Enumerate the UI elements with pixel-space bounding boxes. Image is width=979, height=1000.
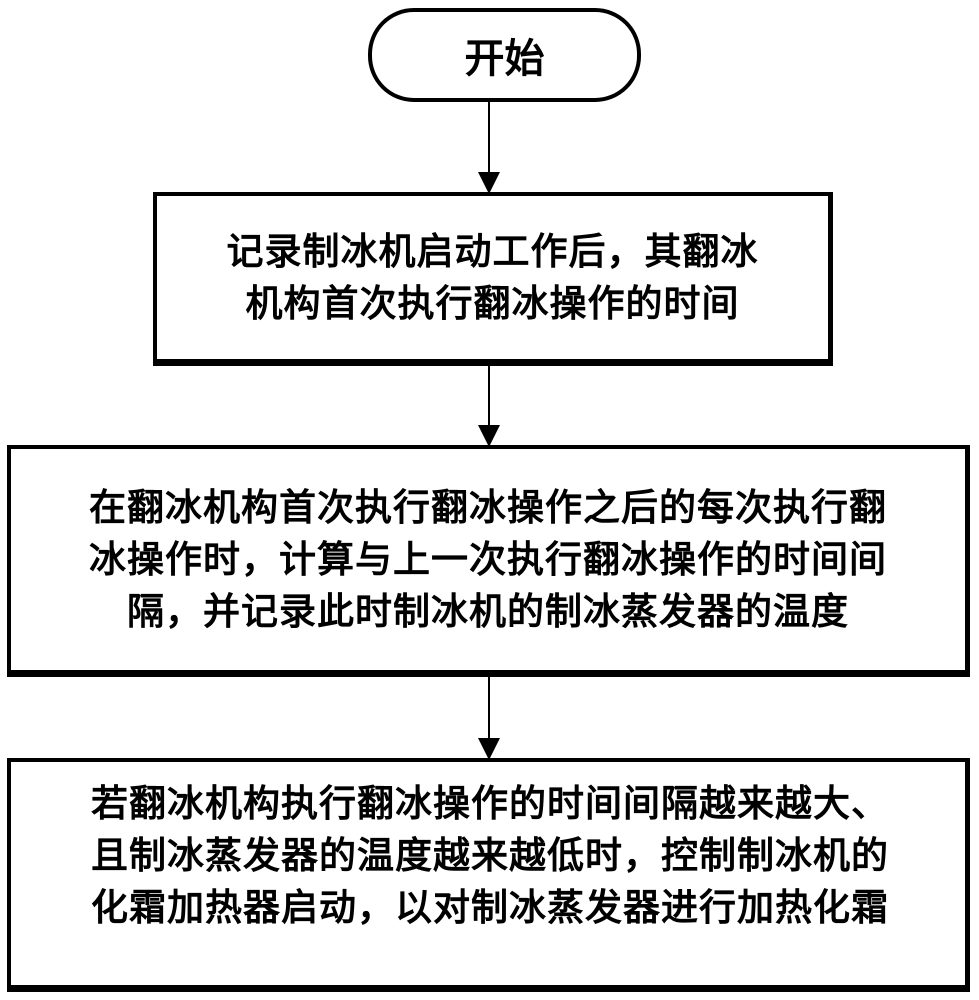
step-2-line-3: 隔，并记录此时制冰机的制冰蒸发器的温度 [127,589,849,633]
arrow-down-icon [478,98,500,194]
step-2-line-2: 冰操作时，计算与上一次执行翻冰操作的时间间 [89,537,887,581]
start-label: 开始 [464,36,545,82]
process-step-3: 若翻冰机构执行翻冰操作的时间间隔越来越大、 且制冰蒸发器的温度越来越低时，控制制… [7,758,970,992]
arrow-down-icon [478,366,500,447]
start-terminal: 开始 [368,8,641,102]
step-3-line-2: 且制冰蒸发器的温度越来越低时，控制制冰机的 [91,833,889,877]
step-1-line-2: 机构首次执行翻冰操作的时间 [245,281,740,325]
step-3-line-1: 若翻冰机构执行翻冰操作的时间间隔越来越大、 [91,781,889,825]
step-1-line-1: 记录制冰机启动工作后，其翻冰 [226,229,759,273]
process-step-2: 在翻冰机构首次执行翻冰操作之后的每次执行翻 冰操作时，计算与上一次执行翻冰操作的… [7,445,970,677]
step-3-line-3: 化霜加热器启动，以对制冰蒸发器进行加热化霜 [91,885,889,929]
process-step-1: 记录制冰机启动工作后，其翻冰 机构首次执行翻冰操作的时间 [153,192,833,366]
arrow-down-icon [478,677,500,760]
step-2-line-1: 在翻冰机构首次执行翻冰操作之后的每次执行翻 [89,485,887,529]
